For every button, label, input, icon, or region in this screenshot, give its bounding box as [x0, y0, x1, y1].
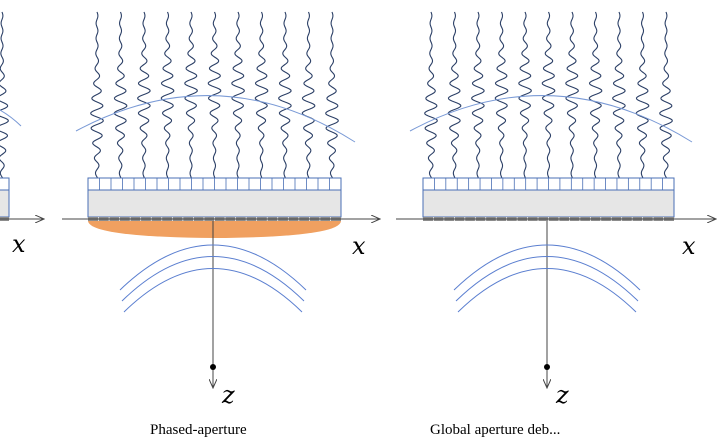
- wave-trace: [635, 11, 650, 179]
- array-body-left: [0, 189, 10, 218]
- panel-left-partial: [0, 11, 44, 221]
- wave-trace: [424, 11, 438, 179]
- wave-trace: [588, 11, 603, 179]
- array-body-right: [422, 189, 675, 218]
- wave-traces-middle: [90, 11, 339, 179]
- guide-curve-middle: [75, 95, 356, 143]
- wave-trace: [612, 11, 626, 179]
- wave-trace: [325, 11, 339, 179]
- x-axis-label-middle: x: [352, 232, 366, 260]
- wave-trace: [254, 11, 269, 179]
- wave-trace: [207, 11, 222, 179]
- panel-right: [396, 11, 716, 388]
- comb-strip-middle: [87, 177, 342, 191]
- wave-trace: [137, 11, 151, 179]
- wave-trace: [278, 11, 292, 179]
- comb-strip-right: [422, 177, 675, 191]
- focal-point-right: [544, 364, 550, 370]
- wave-traces-right: [424, 11, 673, 179]
- wavefronts-right: [453, 244, 641, 313]
- guide-curve-right: [409, 95, 693, 143]
- comb-strip-left: [0, 177, 10, 191]
- wave-trace: [565, 11, 579, 179]
- wave-trace: [518, 11, 532, 179]
- wave-trace: [447, 11, 462, 179]
- wave-trace: [541, 11, 556, 179]
- wave-trace: [184, 11, 198, 179]
- array-body-middle: [87, 189, 342, 218]
- wave-trace: [659, 11, 673, 179]
- x-axis-label-right: x: [682, 232, 696, 260]
- wave-trace: [494, 11, 509, 179]
- wave-trace: [113, 11, 128, 179]
- wavefronts-middle: [119, 244, 307, 313]
- z-axis-label-right: z: [556, 381, 569, 409]
- focal-point-middle: [210, 364, 216, 370]
- wave-trace: [471, 11, 485, 179]
- guide-curve-left: [0, 109, 22, 127]
- wave-trace: [231, 11, 245, 179]
- wave-traces-left: [0, 11, 9, 179]
- panel-middle: [62, 11, 380, 388]
- lens-layer: [88, 221, 341, 238]
- wave-trace: [160, 11, 175, 179]
- z-axis-label-middle: z: [222, 381, 235, 409]
- wave-trace: [90, 11, 104, 179]
- wave-trace: [0, 11, 9, 179]
- x-axis-label-left: x: [12, 230, 26, 258]
- wave-trace: [301, 11, 316, 179]
